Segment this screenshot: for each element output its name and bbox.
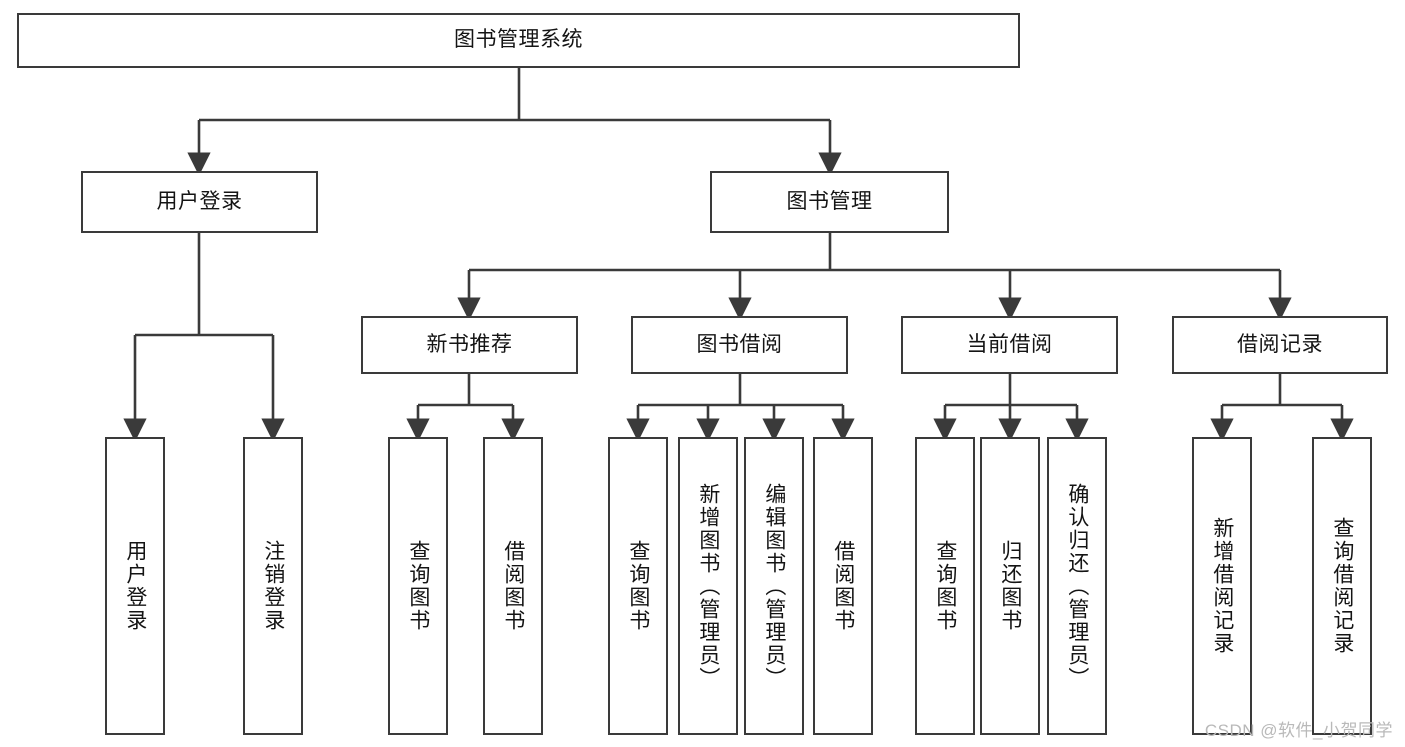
node-borrow-record[interactable]: 借阅记录 (1172, 316, 1388, 374)
node-new-book-recommend[interactable]: 新书推荐 (361, 316, 578, 374)
node-leaf-confirm-return-admin[interactable]: 确认归还（管理员） (1047, 437, 1107, 735)
node-leaf-query-book-current-label: 查询图书 (933, 540, 957, 632)
node-book-borrow-label: 图书借阅 (696, 332, 783, 356)
node-leaf-add-borrow-record-label: 新增借阅记录 (1210, 517, 1234, 655)
node-leaf-query-book-borrow[interactable]: 查询图书 (608, 437, 668, 735)
node-leaf-query-book-new-label: 查询图书 (406, 540, 430, 632)
node-leaf-borrow-book-new-label: 借阅图书 (501, 540, 525, 632)
node-leaf-logout[interactable]: 注销登录 (243, 437, 303, 735)
node-user-login-label: 用户登录 (156, 189, 243, 213)
watermark-text: CSDN @软件_小贺同学 (1204, 721, 1393, 740)
node-leaf-query-borrow-record-label: 查询借阅记录 (1330, 517, 1354, 655)
node-book-borrow[interactable]: 图书借阅 (631, 316, 848, 374)
node-leaf-return-book[interactable]: 归还图书 (980, 437, 1040, 735)
node-leaf-user-login-label: 用户登录 (123, 540, 147, 632)
node-leaf-edit-book-admin[interactable]: 编辑图书（管理员） (744, 437, 804, 735)
node-new-book-recommend-label: 新书推荐 (426, 332, 513, 356)
node-leaf-edit-book-admin-label: 编辑图书（管理员） (762, 482, 786, 690)
node-leaf-logout-label: 注销登录 (261, 540, 285, 632)
node-leaf-user-login[interactable]: 用户登录 (105, 437, 165, 735)
node-current-borrow-label: 当前借阅 (966, 332, 1053, 356)
node-leaf-query-book-borrow-label: 查询图书 (626, 540, 650, 632)
node-leaf-query-borrow-record[interactable]: 查询借阅记录 (1312, 437, 1372, 735)
node-root[interactable]: 图书管理系统 (17, 13, 1020, 68)
node-leaf-query-book-current[interactable]: 查询图书 (915, 437, 975, 735)
node-leaf-add-book-admin[interactable]: 新增图书（管理员） (678, 437, 738, 735)
node-leaf-borrow-book-new[interactable]: 借阅图书 (483, 437, 543, 735)
node-current-borrow[interactable]: 当前借阅 (901, 316, 1118, 374)
node-leaf-borrow-book[interactable]: 借阅图书 (813, 437, 873, 735)
node-leaf-add-book-admin-label: 新增图书（管理员） (696, 482, 720, 690)
node-root-label: 图书管理系统 (454, 28, 583, 52)
node-borrow-record-label: 借阅记录 (1237, 332, 1323, 356)
node-user-login[interactable]: 用户登录 (81, 171, 318, 233)
node-leaf-return-book-label: 归还图书 (998, 540, 1022, 632)
node-book-management-label: 图书管理 (786, 189, 873, 213)
node-leaf-confirm-return-admin-label: 确认归还（管理员） (1065, 482, 1089, 690)
node-leaf-borrow-book-label: 借阅图书 (831, 540, 855, 632)
node-book-management[interactable]: 图书管理 (710, 171, 949, 233)
node-leaf-query-book-new[interactable]: 查询图书 (388, 437, 448, 735)
node-leaf-add-borrow-record[interactable]: 新增借阅记录 (1192, 437, 1252, 735)
